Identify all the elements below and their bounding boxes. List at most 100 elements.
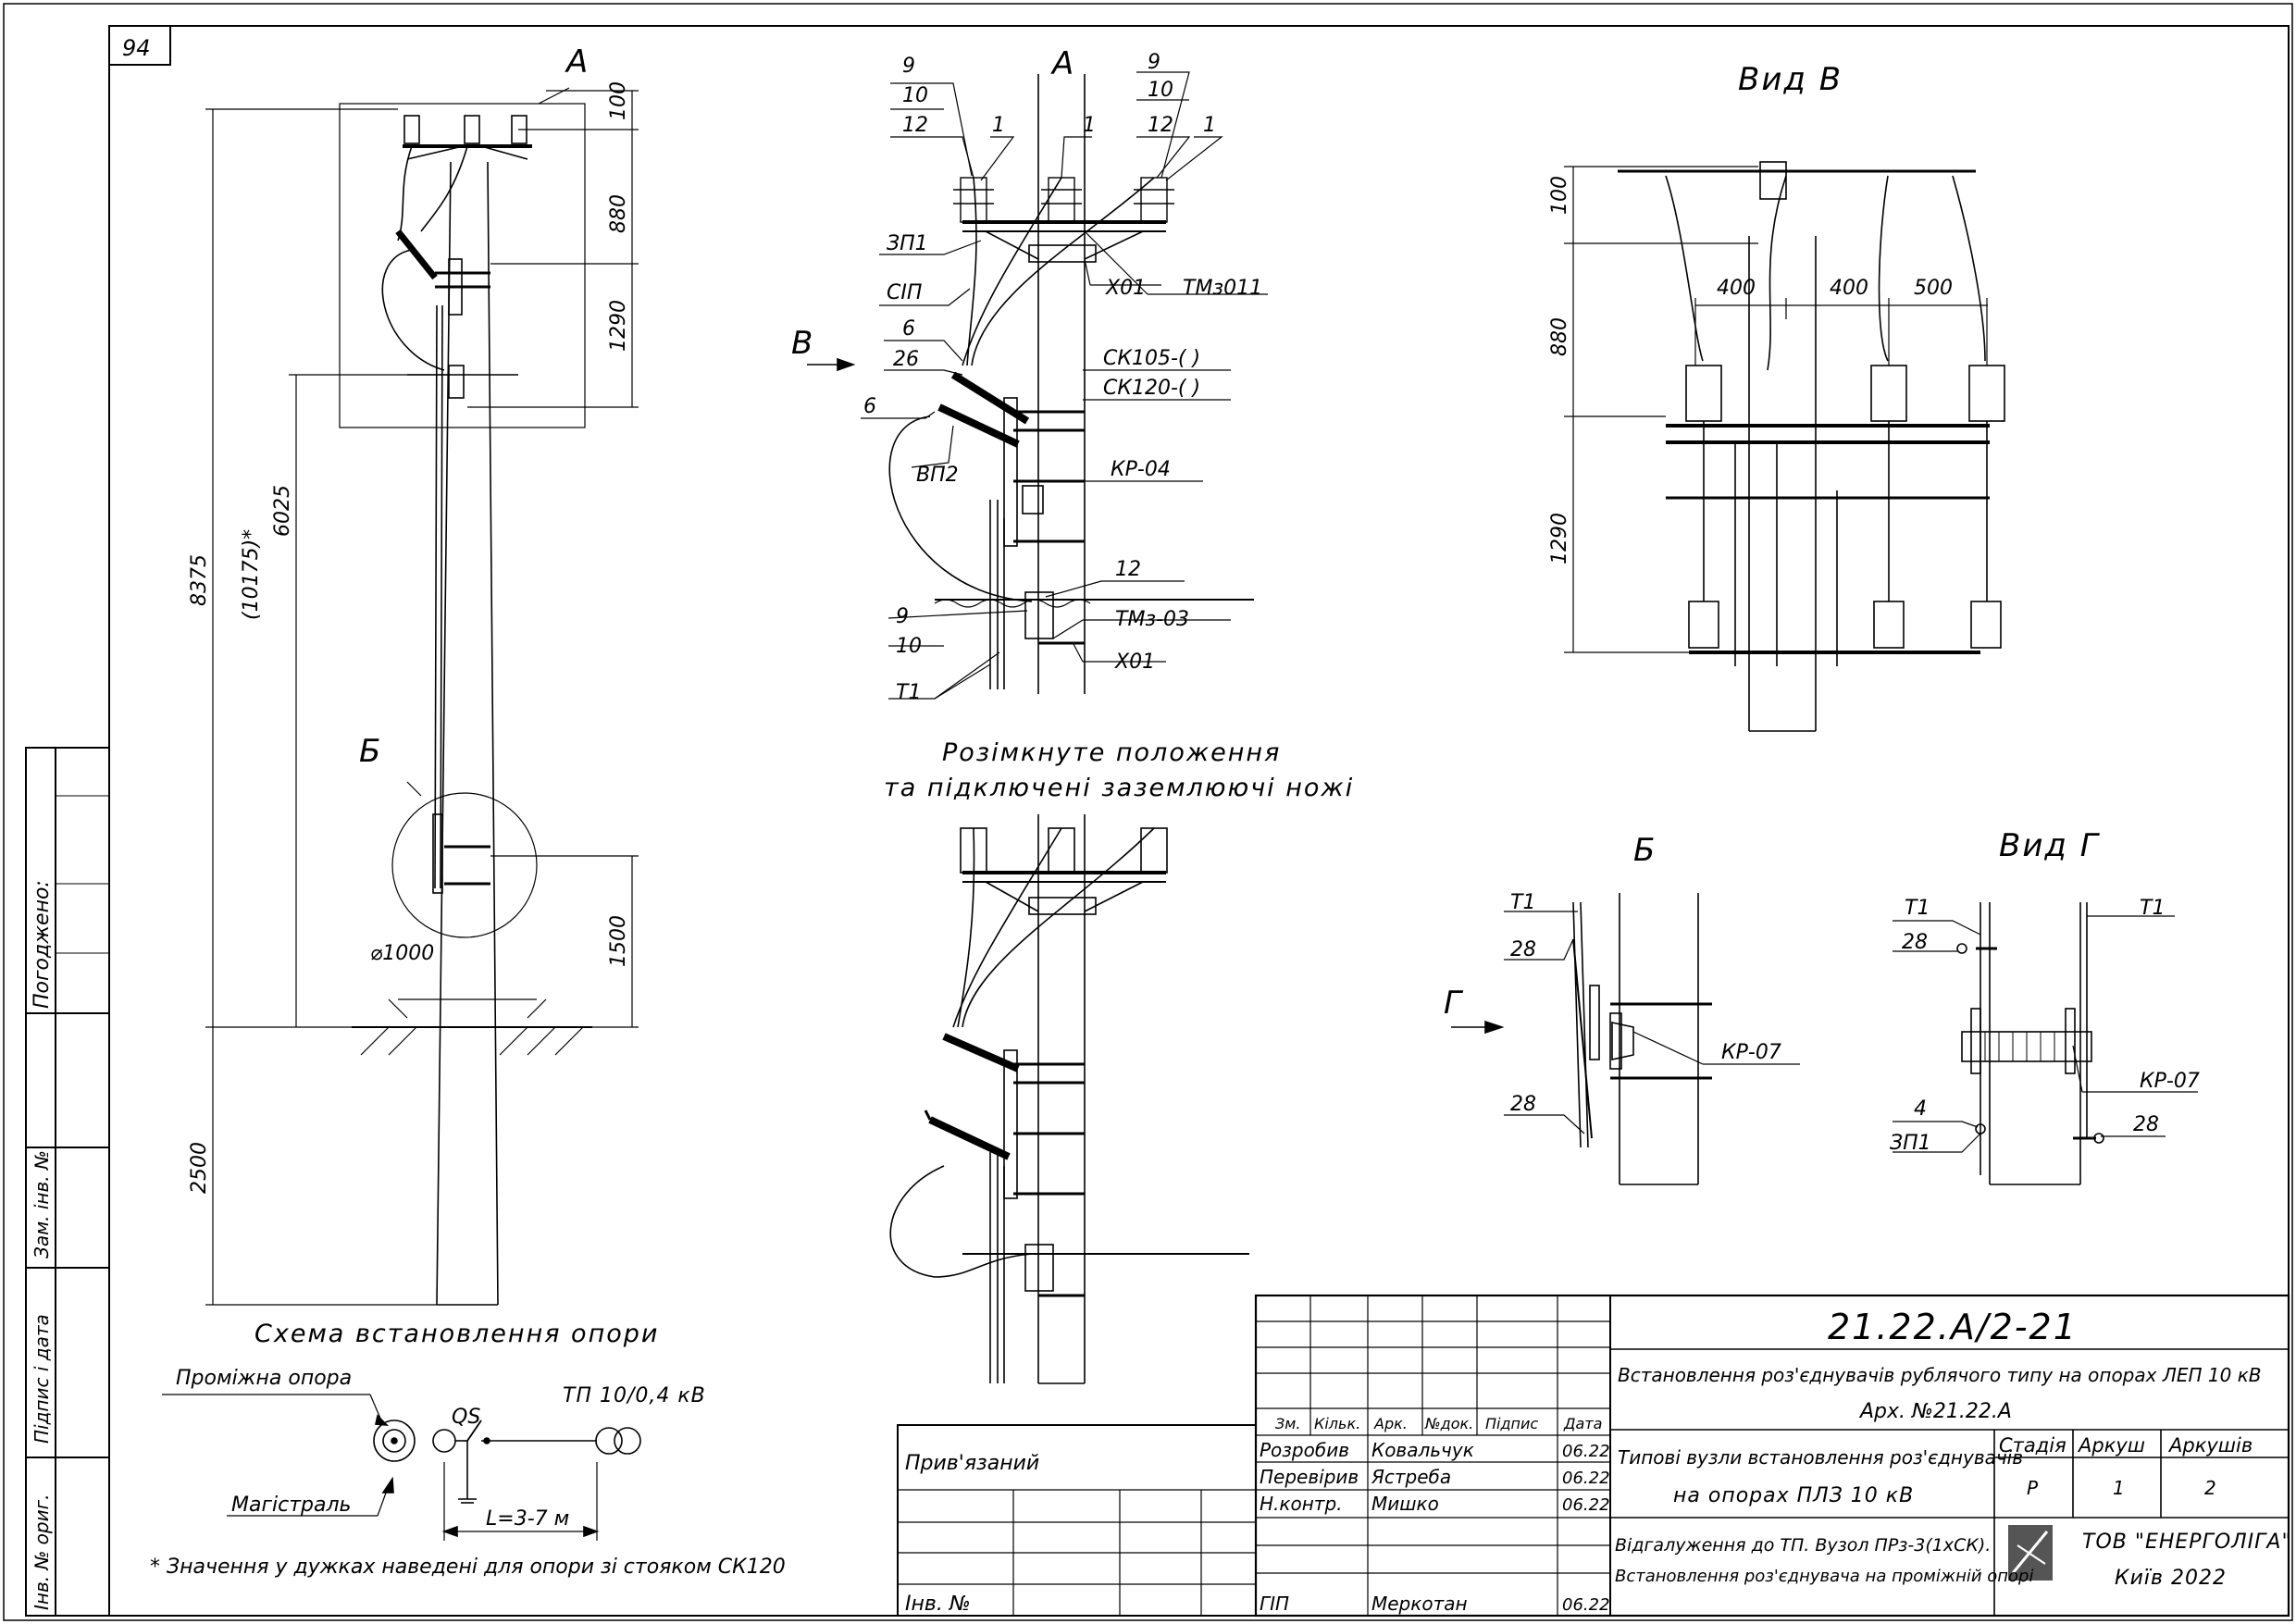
doc-code: 21.22.А/2-21 bbox=[1828, 1307, 2078, 1347]
stage-header: Стадія bbox=[1999, 1434, 2066, 1457]
page-number: 94 bbox=[122, 35, 151, 61]
label-tmz03: ТМз-03 bbox=[1115, 608, 1189, 631]
sig-name-4: Меркотан bbox=[1371, 1593, 1468, 1615]
dim-10175: (10175)* bbox=[240, 529, 263, 620]
view-g-title: Вид Г bbox=[1999, 827, 2101, 864]
sig-role-2: Перевірив bbox=[1260, 1466, 1359, 1488]
inv-label: Інв. № bbox=[905, 1593, 971, 1616]
pole-caption: Схема встановлення опори bbox=[254, 1320, 659, 1348]
label-sip: СІП bbox=[887, 281, 922, 304]
detail-b-title: Б bbox=[1633, 832, 1655, 869]
approved-label: Погоджено: bbox=[31, 880, 54, 1009]
label-9-left: 9 bbox=[902, 55, 915, 78]
view-v-dim-100: 100 bbox=[1548, 176, 1571, 215]
sig-date-3: 06.22 bbox=[1562, 1495, 1610, 1515]
drawing-title-line1: Відгалуження до ТП. Вузол ПРз-3(1хСК). bbox=[1615, 1535, 1991, 1556]
drawing-title-line2: Встановлення роз'єднувача на проміжній о… bbox=[1615, 1567, 2033, 1586]
dim-diameter: ⌀1000 bbox=[370, 942, 434, 965]
callout-a: А bbox=[565, 43, 588, 81]
view-g-label-t1-left: Т1 bbox=[1905, 897, 1930, 920]
revision-headers: Зм. Кільк. Арк. №док. Підпис Дата bbox=[1275, 1415, 1602, 1432]
sheet-value: 1 bbox=[2113, 1477, 2125, 1499]
label-tmz011: ТМз011 bbox=[1183, 277, 1262, 300]
pole-elevation bbox=[205, 87, 639, 1306]
dim-6025: 6025 bbox=[271, 485, 294, 537]
label-12-left: 12 bbox=[902, 114, 928, 137]
detail-b-label-28-top: 28 bbox=[1510, 938, 1536, 961]
view-g-drawing bbox=[1893, 902, 2198, 1185]
col-zm: Зм. bbox=[1275, 1415, 1300, 1432]
open-position-drawing bbox=[889, 814, 1249, 1384]
scheme-pole-label: Проміжна опора bbox=[176, 1367, 352, 1390]
title-block bbox=[897, 1294, 2290, 1618]
callout-b: Б bbox=[359, 733, 380, 770]
sig-role-4: ГІП bbox=[1260, 1593, 1289, 1615]
col-data: Дата bbox=[1563, 1415, 1602, 1432]
label-zp1: ЗП1 bbox=[887, 232, 928, 255]
label-9-right: 9 bbox=[1148, 51, 1160, 74]
sig-date-4: 06.22 bbox=[1562, 1595, 1610, 1615]
bound-label: Прив'язаний bbox=[905, 1452, 1039, 1475]
sheet-title-line1: Типові вузли встановлення роз'єднувачів bbox=[1618, 1446, 2023, 1469]
side-label-orig: Інв. № ориг. bbox=[31, 1494, 53, 1610]
signature-rows: Розробив Ковальчук 06.22 Перевірив Ястре… bbox=[1260, 1439, 1610, 1615]
arrow-g-label: Г bbox=[1444, 985, 1464, 1022]
label-10-right: 10 bbox=[1148, 79, 1173, 102]
dim-1500: 1500 bbox=[607, 915, 630, 967]
dim-1290: 1290 bbox=[607, 300, 630, 352]
scheme-footnote: * Значення у дужках наведені для опори з… bbox=[150, 1556, 786, 1579]
company-city: Київ 2022 bbox=[2115, 1567, 2227, 1590]
detail-b-label-28-bottom: 28 bbox=[1510, 1093, 1536, 1116]
label-x01-top: Х01 bbox=[1105, 277, 1146, 300]
col-pidpys: Підпис bbox=[1485, 1415, 1538, 1432]
label-12-right: 12 bbox=[1148, 114, 1173, 137]
sheet-title-line2: на опорах ПЛЗ 10 кВ bbox=[1673, 1484, 1914, 1507]
sig-date-2: 06.22 bbox=[1562, 1469, 1610, 1488]
label-1-c: 1 bbox=[1203, 114, 1216, 137]
label-sk120: СК120-( ) bbox=[1103, 377, 1200, 400]
label-1-b: 1 bbox=[1083, 114, 1096, 137]
connection-scheme bbox=[162, 1394, 641, 1541]
label-10-lower: 10 bbox=[896, 635, 922, 658]
view-v-dim-400-a: 400 bbox=[1717, 277, 1756, 300]
sig-role-3: Н.контр. bbox=[1260, 1493, 1343, 1515]
view-a-labels: 9 10 12 1 1 9 10 12 1 ЗП1 СІП 6 26 6 ВП2… bbox=[863, 51, 1262, 704]
label-9-lower: 9 bbox=[896, 605, 909, 628]
sig-role-1: Розробив bbox=[1260, 1439, 1349, 1461]
view-v-dim-400-b: 400 bbox=[1830, 277, 1868, 300]
arrow-v-label: В bbox=[791, 325, 813, 362]
view-a-title: А bbox=[1050, 45, 1074, 82]
side-label-signature: Підпис і дата bbox=[31, 1314, 53, 1444]
sig-name-1: Ковальчук bbox=[1371, 1439, 1474, 1461]
view-g-label-t1-right: Т1 bbox=[2140, 897, 2165, 920]
open-caption-line1: Розімкнуте положення bbox=[942, 738, 1281, 767]
dim-880: 880 bbox=[607, 194, 630, 233]
detail-b-label-kr07: КР-07 bbox=[1721, 1041, 1781, 1064]
company-name: ТОВ "ЕНЕРГОЛІГА" bbox=[2082, 1531, 2292, 1554]
label-kr04: КР-04 bbox=[1111, 458, 1171, 481]
view-v-dim-880: 880 bbox=[1548, 317, 1571, 356]
sig-name-2: Ястреба bbox=[1371, 1466, 1451, 1488]
label-26: 26 bbox=[893, 348, 919, 371]
sheets-value: 2 bbox=[2204, 1477, 2216, 1499]
scheme-switch-label: QS bbox=[452, 1406, 480, 1429]
dim-100: 100 bbox=[607, 81, 630, 120]
view-v-title: Вид В bbox=[1738, 61, 1843, 98]
archive-number: Арх. №21.22.А bbox=[1858, 1400, 2012, 1423]
col-ndok: №док. bbox=[1424, 1415, 1473, 1432]
view-a-drawing bbox=[807, 71, 1268, 700]
project-title: Встановлення роз'єднувачів рублячого тип… bbox=[1618, 1364, 2262, 1386]
view-v-dim-1290: 1290 bbox=[1548, 513, 1571, 564]
side-label-zam: Зам. інв. № bbox=[31, 1150, 53, 1258]
view-v-dim-500: 500 bbox=[1914, 277, 1953, 300]
label-12-lower: 12 bbox=[1115, 558, 1141, 581]
view-g-label-zp1: ЗП1 bbox=[1890, 1132, 1931, 1155]
scheme-main-label: Магістраль bbox=[231, 1494, 352, 1517]
view-g-label-28-top: 28 bbox=[1902, 931, 1928, 954]
dim-8375: 8375 bbox=[188, 554, 211, 606]
detail-b-label-t1: Т1 bbox=[1510, 891, 1535, 914]
label-6-b: 6 bbox=[863, 395, 876, 418]
scheme-tp-label: ТП 10/0,4 кВ bbox=[563, 1384, 706, 1407]
sig-date-1: 06.22 bbox=[1562, 1442, 1610, 1461]
